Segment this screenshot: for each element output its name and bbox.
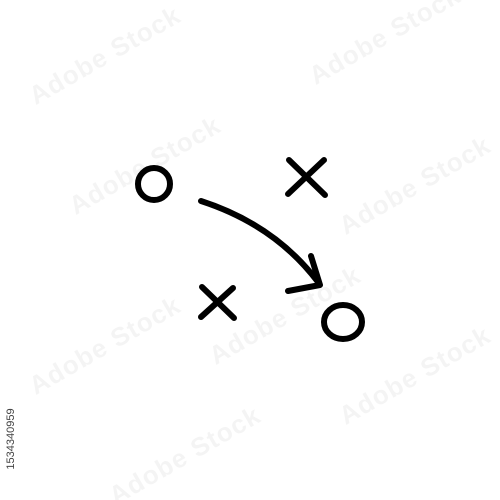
cross-player-icon <box>285 157 328 198</box>
circle-player-icon <box>135 165 173 203</box>
circle-player-icon <box>321 302 365 342</box>
arrowhead-icon <box>285 253 323 294</box>
cross-player-icon <box>198 284 237 321</box>
stock-id-label: 1534340959 <box>5 408 17 470</box>
arrow-path-icon <box>198 198 321 285</box>
